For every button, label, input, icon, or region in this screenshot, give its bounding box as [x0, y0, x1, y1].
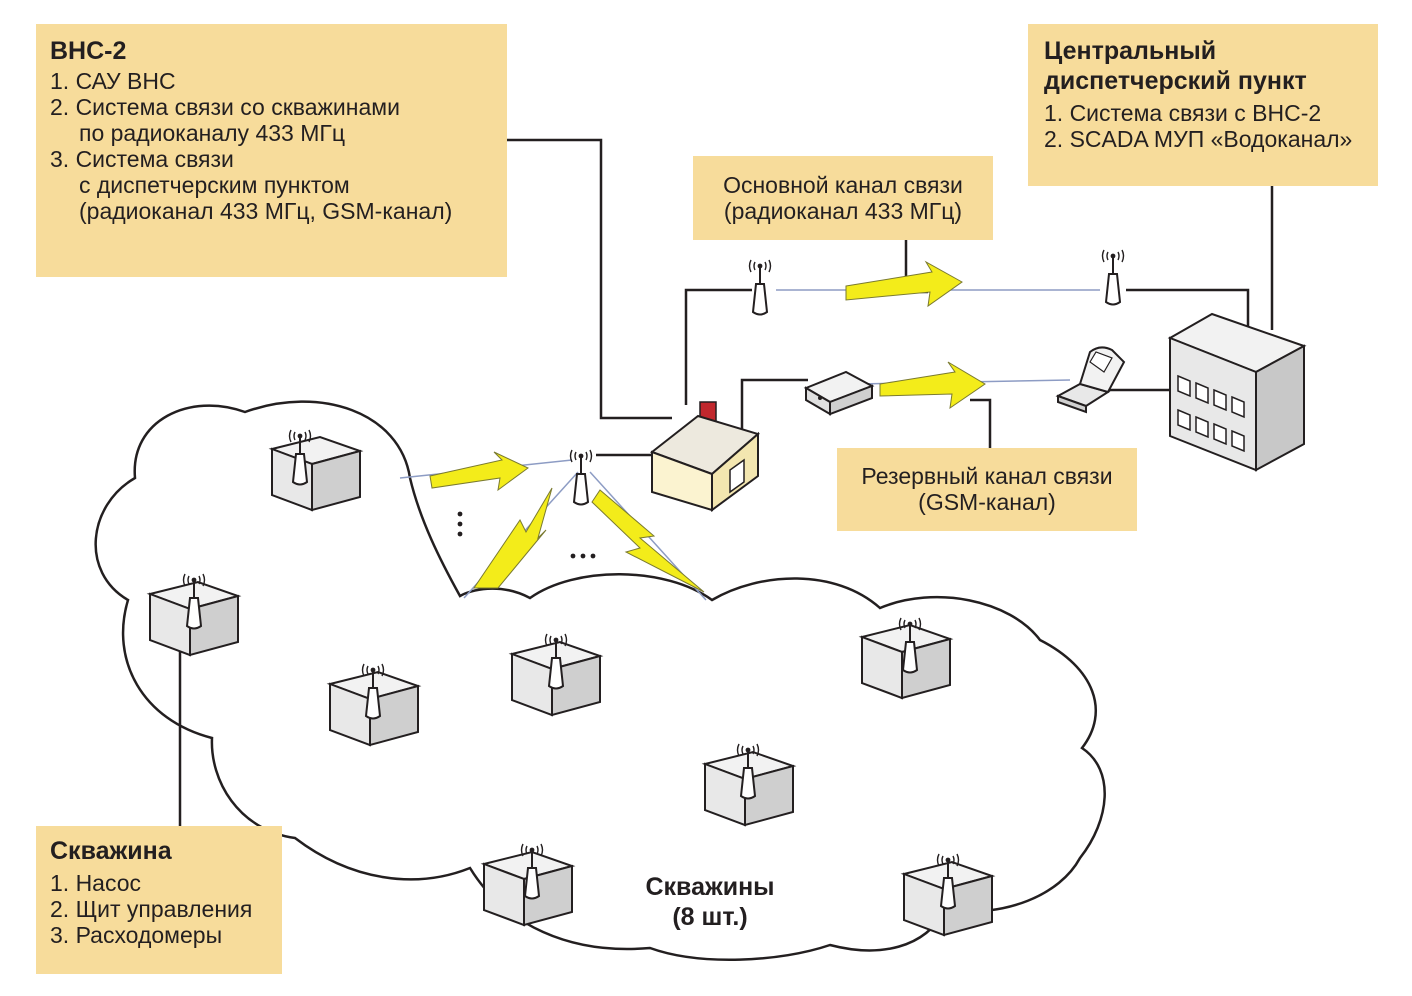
central-label-box: Центральный диспетчерский пункт 1. Систе… — [1028, 24, 1378, 186]
wells-caption-line-1: Скважины — [645, 873, 775, 901]
vns-line-5: с диспетчерским пунктом — [79, 172, 350, 198]
pump-station-house-icon — [649, 401, 761, 512]
bolt-wells-right — [591, 489, 705, 593]
well-line-3: 3. Расходомеры — [50, 922, 223, 948]
vns-line-4: 3. Система связи — [50, 146, 234, 172]
central-line-2: 2. SCADA МУП «Водоканал» — [1044, 126, 1353, 152]
gsm-phone-icon — [1055, 346, 1126, 414]
central-title-line-1: Центральный — [1044, 37, 1217, 65]
well-line-1: 1. Насос — [50, 870, 142, 896]
lightning-bolts — [429, 260, 986, 593]
backup-channel-line-1: Резервный канал связи — [861, 463, 1113, 489]
main-channel-label-box: Основной канал связи (радиоканал 433 МГц… — [693, 156, 993, 240]
bolt-wells-left — [429, 451, 529, 492]
main-radio-wire — [684, 288, 752, 405]
vns-label-leader — [507, 138, 672, 420]
modem-wire — [740, 378, 808, 448]
vns-line-3: по радиоканалу 433 МГц — [79, 120, 345, 146]
central-line-1: 1. Система связи с ВНС-2 — [1044, 100, 1322, 126]
vns-line-2: 2. Система связи со скважинами — [50, 94, 400, 120]
main-channel-line-1: Основной канал связи — [723, 172, 963, 198]
vns-label-box: ВНС-2 1. САУ ВНС 2. Система связи со скв… — [36, 24, 507, 277]
backup-channel-leader — [970, 398, 992, 448]
ellipsis-dots — [457, 511, 596, 559]
backup-channel-line-2: (GSM-канал) — [918, 489, 1056, 515]
wells-caption: Скважины (8 шт.) — [630, 872, 790, 932]
main-channel-line-2: (радиоканал 433 МГц) — [723, 198, 963, 224]
antenna-vns-main-icon — [748, 259, 772, 316]
bolt-backup-channel — [879, 361, 986, 410]
central-building-icon — [1167, 312, 1307, 472]
vns-title: ВНС-2 — [50, 37, 127, 65]
central-title-line-2: диспетчерский пункт — [1044, 67, 1307, 95]
well-title: Скважина — [50, 837, 172, 865]
radio-right-wire — [1126, 288, 1250, 330]
vns-line-1: 1. САУ ВНС — [50, 68, 176, 94]
antenna-central-main-icon — [1101, 249, 1125, 306]
bolt-main-channel — [845, 260, 963, 308]
vns-line-6: (радиоканал 433 МГц, GSM-канал) — [79, 198, 453, 224]
well-line-2: 2. Щит управления — [50, 896, 253, 922]
backup-channel-label-box: Резервный канал связи (GSM-канал) — [837, 448, 1137, 531]
wells-caption-line-2: (8 шт.) — [672, 903, 748, 931]
gsm-modem-icon — [803, 370, 875, 416]
bolt-wells-center — [473, 487, 553, 589]
well-label-box: Скважина 1. Насос 2. Щит управления 3. Р… — [36, 826, 282, 974]
